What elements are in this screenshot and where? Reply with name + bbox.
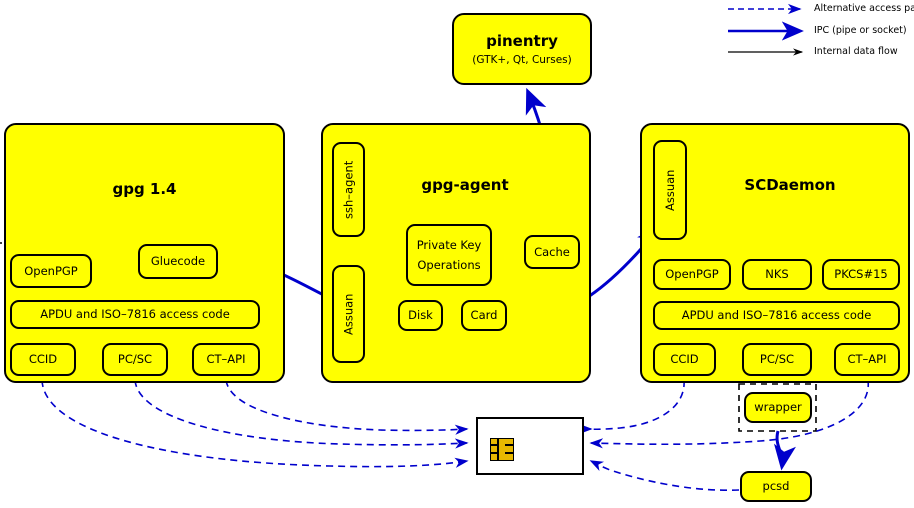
alt-scd-ctapi-to-card (589, 379, 869, 449)
scdaemon-driver-pcsc[interactable]: PC/SC (742, 343, 812, 376)
alt-pcsd-to-card (589, 460, 740, 492)
ipc-wrapper-to-pcsd (773, 430, 796, 471)
scdaemon-driver-ctapi[interactable]: CT–API (834, 343, 900, 376)
scdaemon-title: SCDaemon (744, 176, 836, 194)
legend-label-ipc: IPC (pipe or socket) (814, 25, 907, 36)
pcsd-box[interactable]: pcsd (740, 471, 812, 502)
gpg14-driver-ctapi[interactable]: CT–API (192, 343, 260, 376)
gpg14-driver-pcsc[interactable]: PC/SC (102, 343, 168, 376)
gpgagent-ssh-agent-box[interactable]: ssh–agent (332, 142, 365, 237)
cache-box[interactable]: Cache (524, 235, 580, 269)
gpg14-openpgp-box[interactable]: OpenPGP (10, 254, 92, 288)
legend-label-alternative: Alternative access paths (814, 3, 914, 14)
wrapper-dashed-region (738, 383, 817, 432)
legend-lines (728, 3, 804, 56)
disk-box[interactable]: Disk (398, 300, 443, 331)
scdaemon-app-pkcs15[interactable]: PKCS#15 (822, 259, 900, 290)
scdaemon-app-openpgp[interactable]: OpenPGP (653, 259, 731, 290)
gpgagent-assuan-box[interactable]: Assuan (332, 265, 365, 363)
gpg14-title: gpg 1.4 (112, 180, 177, 198)
pinentry-box[interactable]: pinentry (GTK+, Qt, Curses) (452, 13, 592, 85)
pinentry-subtitle: (GTK+, Qt, Curses) (472, 54, 572, 66)
smartcard[interactable] (476, 417, 584, 475)
alt-gpg-ctapi-to-card (225, 379, 469, 435)
alternative-paths (41, 379, 869, 492)
gluecode-box[interactable]: Gluecode (138, 244, 218, 279)
card-box[interactable]: Card (461, 300, 507, 331)
gpg14-driver-ccid[interactable]: CCID (10, 343, 76, 376)
scdaemon-apdu-box[interactable]: APDU and ISO–7816 access code (653, 301, 900, 330)
private-key-operations-box[interactable]: Private Key Operations (406, 224, 492, 286)
scdaemon-assuan-box[interactable]: Assuan (653, 140, 687, 240)
wrapper-box[interactable]: wrapper (744, 392, 812, 423)
gpg14-apdu-box[interactable]: APDU and ISO–7816 access code (10, 300, 260, 329)
alt-gpg-ccid-to-card (41, 379, 469, 468)
alt-gpg-pcsc-to-card (134, 379, 469, 449)
scdaemon-app-nks[interactable]: NKS (742, 259, 812, 290)
smartcard-chip-icon (490, 438, 514, 461)
pko-line2: Operations (417, 258, 481, 272)
alt-scd-ccid-to-card (578, 379, 685, 435)
scdaemon-driver-ccid[interactable]: CCID (653, 343, 716, 376)
legend-label-internal: Internal data flow (814, 46, 898, 57)
gpgagent-title: gpg-agent (421, 176, 509, 194)
pko-line1: Private Key (416, 237, 482, 252)
pinentry-title: pinentry (486, 32, 558, 50)
